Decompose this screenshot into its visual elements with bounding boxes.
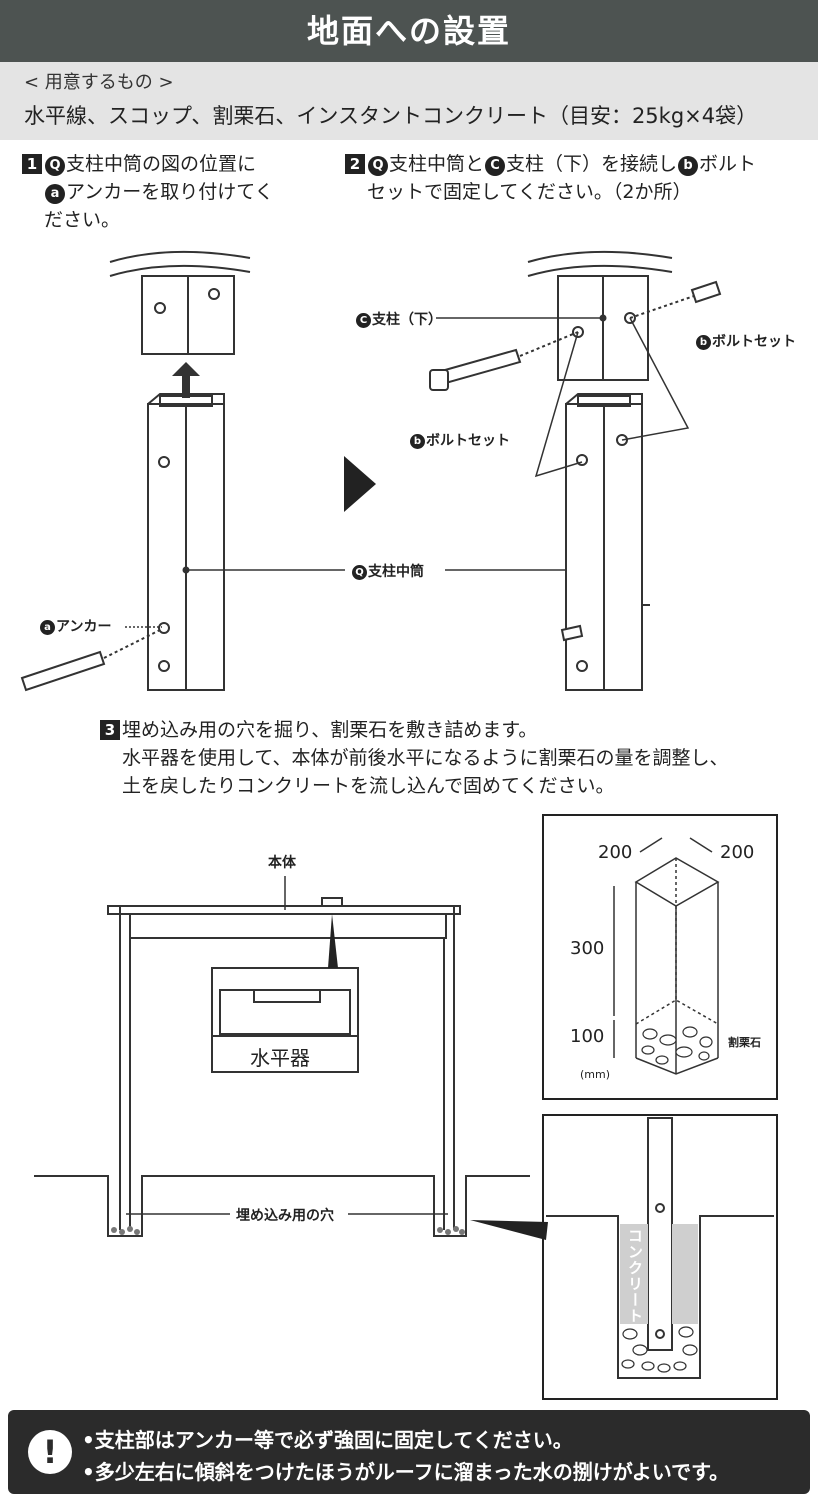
step2-text-d: セットで固定してください。（2か所） <box>367 181 692 203</box>
part-c-marker: C <box>485 156 506 176</box>
part-a-marker: a <box>45 184 65 204</box>
middle-tube-marker: Q <box>352 565 367 580</box>
step1-text-b: アンカーを取り付けてく <box>66 181 274 203</box>
warning-line-2: •多少左右に傾斜をつけたほうがルーフに溜まった水の捌けがよいです。 <box>82 1460 730 1484</box>
part-b-marker: b <box>678 156 699 176</box>
step2-number: 2 <box>345 154 365 174</box>
step3-line3: 土を戻したりコンクリートを流し込んで固めてください。 <box>122 775 615 797</box>
step2-text-a: 支柱中筒と <box>389 153 485 175</box>
gravel-label: 割栗石 <box>728 1036 761 1049</box>
preparation-panel: < 用意するもの > 水平線、スコップ、割栗石、インスタントコンクリート（目安：… <box>0 62 818 140</box>
preparation-items: 水平線、スコップ、割栗石、インスタントコンクリート（目安：25kg×4袋） <box>24 104 758 128</box>
step3-line1: 埋め込み用の穴を掘り、割栗石を敷き詰めます。 <box>122 719 538 741</box>
dimension-depth: 300 <box>570 938 605 959</box>
concrete-detail-box <box>542 1114 778 1400</box>
hole-dimension-box <box>542 814 778 1100</box>
dimension-gravel-depth: 100 <box>570 1026 605 1047</box>
dimension-unit: (mm) <box>580 1068 611 1081</box>
hole-label: 埋め込み用の穴 <box>236 1208 334 1224</box>
part-q-marker-2: Q <box>368 156 388 176</box>
step1-number: 1 <box>22 154 42 174</box>
step1-text-c: ださい。 <box>44 209 121 231</box>
body-label: 本体 <box>268 855 296 871</box>
warning-line-1: •支柱部はアンカー等で必ず強固に固定してください。 <box>82 1428 573 1452</box>
step2-text-c: ボルト <box>699 153 757 175</box>
assembly-diagram <box>20 250 774 1379</box>
step3-number: 3 <box>100 720 120 740</box>
step1-text-a: 支柱中筒の図の位置に <box>66 153 257 175</box>
warning-panel: ! •支柱部はアンカー等で必ず強固に固定してください。 •多少左右に傾斜をつけた… <box>8 1410 810 1494</box>
page-title: 地面への設置 <box>0 0 818 62</box>
bolt-set-marker-left: b <box>410 434 425 449</box>
bolt-set-marker-right: b <box>696 335 711 350</box>
step2-text-b: 支柱（下）を接続し <box>506 153 678 175</box>
level-label: 水平器 <box>250 1046 310 1070</box>
part-q-marker: Q <box>45 156 65 176</box>
concrete-label: コンクリート <box>626 1228 644 1324</box>
preparation-label: < 用意するもの > <box>24 72 174 93</box>
step3-line2: 水平器を使用して、本体が前後水平になるように割栗石の量を調整し、 <box>122 747 729 769</box>
exclamation-icon: ! <box>28 1430 72 1474</box>
lower-post-marker: C <box>356 313 371 328</box>
anchor-marker: a <box>40 620 55 635</box>
dimension-width-b: 200 <box>720 842 755 863</box>
dimension-width-a: 200 <box>598 842 633 863</box>
